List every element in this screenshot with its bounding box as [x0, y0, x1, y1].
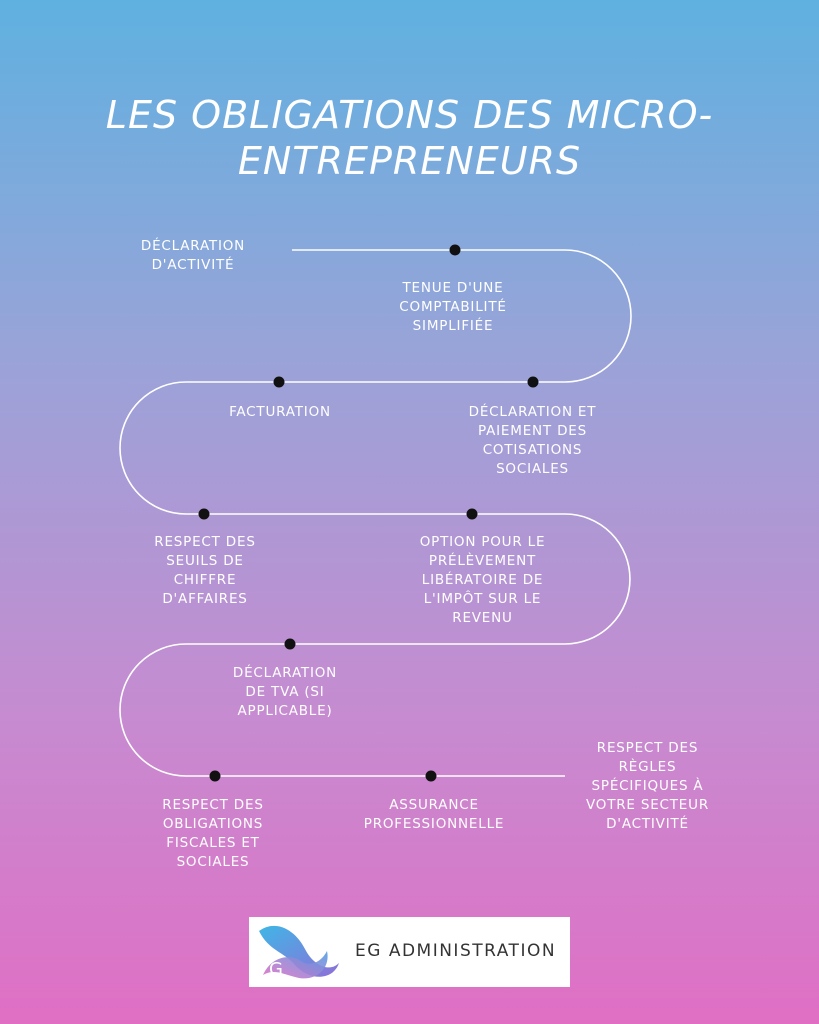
step-prelevement-liberatoire: Option pour le prélèvement libératoire d…	[419, 534, 546, 626]
step-declaration-tva: Déclaration de TVA (si applicable)	[232, 665, 338, 719]
step-dot-seuils-chiffre-affaires	[198, 508, 210, 520]
step-tenue-comptabilite: Tenue d'une comptabilité simplifiée	[399, 280, 507, 334]
page-title: LES OBLIGATIONS DES MICRO-ENTREPRENEURS	[105, 93, 714, 183]
roadmap-line	[119, 249, 632, 777]
logo-letter-g: G	[269, 959, 283, 980]
step-cotisations-sociales: Déclaration et paiement des cotisations …	[468, 404, 597, 477]
step-facturation: Facturation	[229, 404, 331, 420]
step-dot-obligations-fiscales	[209, 770, 221, 782]
step-dot-assurance	[425, 770, 437, 782]
company-name: EG ADMINISTRATION	[355, 941, 557, 961]
company-logo: E G EG ADMINISTRATION	[249, 917, 570, 987]
eg-logo-icon: E G	[259, 925, 339, 980]
step-dot-declaration-tva	[284, 638, 296, 650]
step-seuils-chiffre-affaires: Respect des seuils de chiffre d'affaires	[154, 534, 256, 607]
step-dot-cotisations-sociales	[527, 376, 539, 388]
step-declaration-activite: Déclaration d'activité	[140, 238, 246, 273]
step-dot-tenue-comptabilite	[449, 244, 461, 256]
step-dot-prelevement-liberatoire	[466, 508, 478, 520]
step-obligations-fiscales: Respect des obligations fiscales et soci…	[162, 797, 264, 870]
step-assurance: Assurance professionnelle	[363, 797, 505, 832]
step-regles-secteur: Respect des règles spécifiques à votre s…	[585, 740, 710, 832]
logo-letter-e: E	[305, 931, 316, 952]
step-dot-facturation	[273, 376, 285, 388]
